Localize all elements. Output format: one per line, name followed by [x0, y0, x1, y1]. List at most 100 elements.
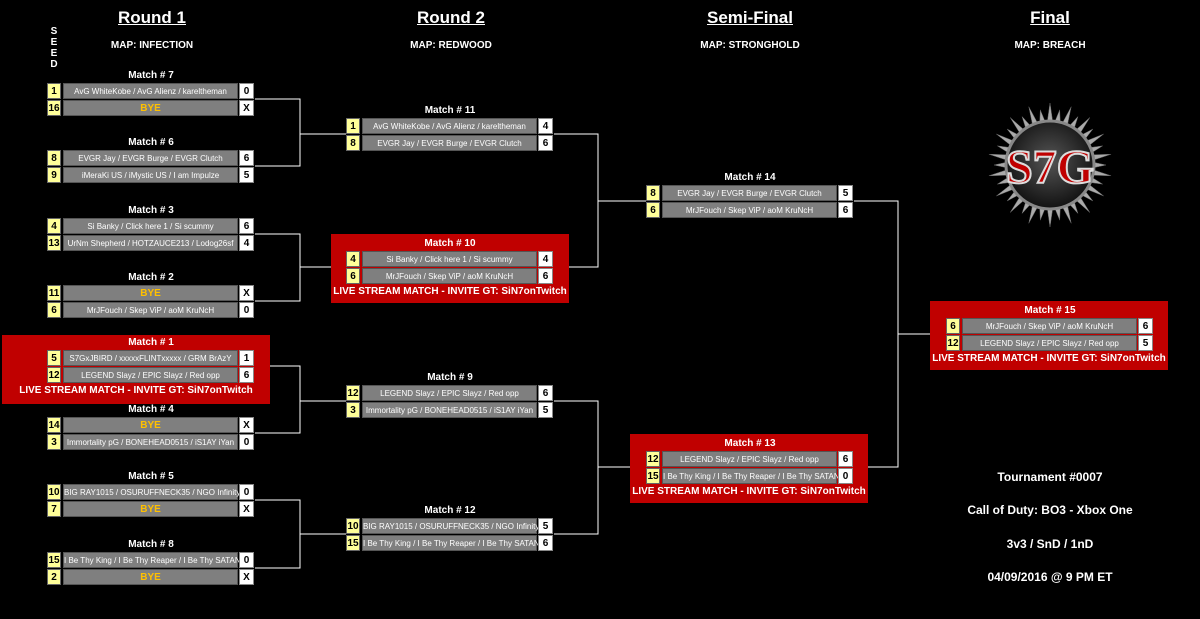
team-score: 6	[239, 367, 254, 383]
team-seed: 1	[47, 83, 61, 99]
team-score: 6	[239, 150, 254, 166]
team-score: 4	[538, 251, 553, 267]
bracket-connector	[554, 133, 646, 268]
match-label: Match # 1	[128, 337, 174, 348]
seed-letter: E	[50, 37, 58, 48]
bracket-connector	[255, 499, 346, 569]
team-score: X	[239, 501, 254, 517]
team-name: EVGR Jay / EVGR Burge / EVGR Clutch	[362, 135, 537, 151]
team-name: MrJFouch / Skep ViP / aoM KruNcH	[662, 202, 837, 218]
team-score: 5	[239, 167, 254, 183]
team-name: MrJFouch / Skep ViP / aoM KruNcH	[63, 302, 238, 318]
bracket-connector	[255, 365, 346, 434]
team-score: 6	[838, 202, 853, 218]
s7g-logo-graphic: S7G	[988, 102, 1112, 228]
logo-text: S7G	[1006, 141, 1094, 194]
team-seed: 14	[47, 417, 61, 433]
team-name: BIG RAY1015 / OSURUFFNECK35 / NGO Infini…	[63, 484, 240, 500]
team-seed: 13	[47, 235, 61, 251]
team-name: LEGEND Slayz / EPIC Slayz / Red opp	[362, 385, 537, 401]
bracket-connector	[255, 98, 346, 167]
match-label: Match # 4	[128, 404, 174, 415]
match-label: Match # 13	[724, 438, 776, 449]
match-label: Match # 9	[427, 372, 473, 383]
team-seed: 3	[346, 402, 360, 418]
team-score: 1	[239, 350, 254, 366]
team-score: X	[239, 417, 254, 433]
match-label: Match # 2	[128, 272, 174, 283]
team-seed: 15	[646, 468, 660, 484]
logo-spike	[1093, 162, 1107, 168]
match-label: Match # 14	[724, 172, 776, 183]
logo-spike	[993, 162, 1007, 168]
team-seed: 12	[646, 451, 660, 467]
logo-spike	[1092, 153, 1112, 161]
team-score: X	[239, 569, 254, 585]
team-seed: 8	[47, 150, 61, 166]
team-name: Immortality pG / BONEHEAD0515 / iS1AY iY…	[63, 434, 238, 450]
final-title: Final	[1030, 8, 1070, 27]
seed-letter: E	[50, 48, 58, 59]
team-seed: 6	[946, 318, 960, 334]
team-score: 0	[838, 468, 853, 484]
team-name: BYE	[63, 569, 238, 585]
team-score: X	[239, 100, 254, 116]
team-seed: 16	[47, 100, 61, 116]
team-seed: 2	[47, 569, 61, 585]
team-seed: 9	[47, 167, 61, 183]
team-seed: 4	[47, 218, 61, 234]
team-seed: 15	[47, 552, 61, 568]
team-name: AvG WhiteKobe / AvG Alienz / kareltheman	[63, 83, 238, 99]
team-score: 5	[1138, 335, 1153, 351]
team-score: 0	[239, 484, 254, 500]
team-score: 0	[239, 434, 254, 450]
team-name: BYE	[63, 501, 238, 517]
team-seed: 11	[47, 285, 61, 301]
team-seed: 4	[346, 251, 360, 267]
team-score: 6	[538, 268, 553, 284]
match-label: Match # 15	[1024, 305, 1076, 316]
team-name: iMeraKi US / iMystic US / I am Impulze	[63, 167, 238, 183]
team-name: I Be Thy King / I Be Thy Reaper / I Be T…	[63, 552, 241, 568]
team-name: MrJFouch / Skep ViP / aoM KruNcH	[362, 268, 537, 284]
team-seed: 6	[346, 268, 360, 284]
team-seed: 5	[47, 350, 61, 366]
team-name: BYE	[63, 417, 238, 433]
logo-spike	[1047, 208, 1053, 228]
team-seed: 10	[47, 484, 61, 500]
team-name: LEGEND Slayz / EPIC Slayz / Red opp	[662, 451, 837, 467]
team-name: LEGEND Slayz / EPIC Slayz / Red opp	[63, 367, 238, 383]
team-seed: 15	[346, 535, 360, 551]
team-seed: 12	[346, 385, 360, 401]
